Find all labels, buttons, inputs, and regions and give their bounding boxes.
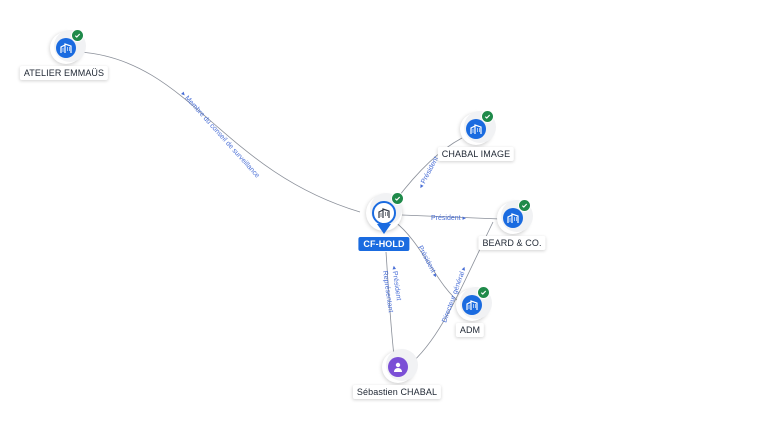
edge-label-seb-cf-line1: ◂ Président	[390, 265, 402, 301]
edge-cf-beard	[401, 214, 501, 220]
map-pin-tail	[377, 224, 391, 234]
edge-label-cf-chabal-image: ◂ Président	[418, 156, 441, 190]
edge-atelier-cf	[79, 51, 361, 213]
building-icon	[503, 208, 523, 228]
node-beard-co[interactable]	[497, 199, 533, 234]
node-label-chabal-image[interactable]: CHABAL IMAGE	[437, 147, 515, 161]
verified-check-icon	[477, 286, 490, 299]
edge-cf-adm	[394, 221, 461, 303]
building-icon	[462, 295, 482, 315]
node-label-sebastien-chabal[interactable]: Sébastien CHABAL	[352, 385, 442, 399]
node-label-adm[interactable]: ADM	[455, 323, 485, 337]
edge-seb-cf	[385, 251, 395, 357]
person-icon	[388, 357, 408, 377]
verified-check-icon	[481, 110, 494, 123]
building-icon	[372, 201, 396, 225]
node-adm[interactable]	[456, 286, 492, 321]
node-label-cf-hold[interactable]: CF-HOLD	[358, 237, 410, 251]
node-label-atelier-emmaus[interactable]: ATELIER EMMAÜS	[19, 66, 109, 80]
edge-label-cf-beard: Président ▸	[431, 215, 467, 222]
node-chabal-image[interactable]	[460, 110, 496, 145]
node-atelier-emmaus[interactable]	[50, 29, 86, 64]
node-sebastien-chabal[interactable]	[382, 349, 418, 383]
edge-cf-chabal-image	[395, 137, 463, 201]
verified-check-icon	[518, 199, 531, 212]
building-icon	[466, 119, 486, 139]
building-icon	[56, 38, 76, 58]
verified-check-icon	[71, 29, 84, 42]
edge-label-atelier-cf: ▸ Membre du conseil de surveillance	[180, 91, 261, 180]
edge-label-cf-adm: Président ▸	[416, 245, 439, 280]
verified-check-icon	[391, 192, 404, 205]
node-label-beard-co[interactable]: BEARD & CO.	[478, 236, 546, 250]
